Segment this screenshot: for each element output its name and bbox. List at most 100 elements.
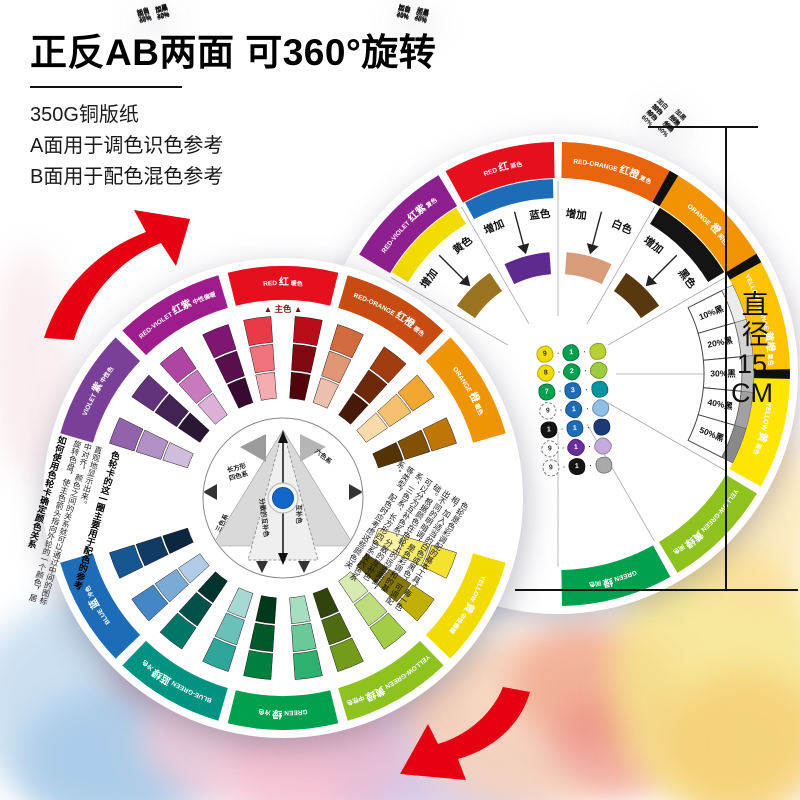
spec-line: 350G铜版纸 (30, 104, 139, 126)
main-color-pointer: ▲ 主色 ▲ (264, 304, 303, 314)
tint-cell (293, 650, 323, 680)
shade-cell (289, 372, 311, 401)
black-separator-arc (652, 170, 679, 207)
shade-cell (131, 374, 169, 412)
tint-cell (338, 571, 369, 604)
shade-cell (291, 344, 317, 374)
mix-result-arc (565, 252, 612, 285)
shade-label: 加黑20% (153, 2, 170, 20)
tint-cell (312, 377, 339, 409)
wheel-b-segment-orange[interactable] (658, 175, 757, 274)
tint-cell (159, 346, 197, 384)
shade-label: 加黑40% (413, 6, 431, 24)
shade-cell (397, 429, 431, 460)
added-color-arc (391, 207, 466, 282)
wheel-a-segment-blue[interactable] (60, 553, 141, 659)
tint-cell (291, 622, 317, 652)
side-marker-right (349, 484, 362, 500)
tint-cell (356, 412, 389, 443)
black-scale-label: 40%黑 (707, 397, 734, 412)
shade-cell (329, 637, 364, 672)
tint-cell (321, 350, 352, 384)
tint-cell (249, 344, 275, 374)
wheel-a-segment-red-orange[interactable] (338, 275, 444, 356)
tint-cell (178, 369, 213, 404)
tint-label: 加白60% (395, 4, 412, 22)
wheel-a-label-green: GREEN 绿 冷色 (258, 708, 308, 721)
tint-cell (177, 553, 210, 584)
wheel-b-segment-red[interactable] (445, 142, 555, 203)
tint-cell (202, 637, 237, 672)
shade-cell (243, 650, 273, 680)
shade-cell (202, 324, 237, 359)
tint-cell (162, 442, 194, 469)
pivot-rivet[interactable] (272, 487, 294, 509)
label-complement: 互补色 (295, 504, 304, 524)
wheel-b-segment-yellow-orange[interactable] (729, 261, 790, 371)
added-color-arc (465, 179, 554, 220)
spec-line: A面用于调色识色参考 (30, 135, 224, 157)
add-what: 蓝色 (529, 207, 552, 223)
wheel-b-segment-yellow-green[interactable] (658, 474, 757, 573)
wheel-a-segment-violet[interactable] (60, 337, 141, 443)
title-underline (30, 86, 182, 88)
wheel-b-segment-red-orange[interactable] (561, 142, 671, 203)
shade-cell (377, 568, 412, 603)
wheel-b-segment-red-violet[interactable] (359, 175, 458, 274)
shade-cell (422, 417, 457, 452)
wheel-a-segment-green[interactable] (227, 690, 339, 730)
bottom-marker (256, 561, 268, 573)
wheel-a-segment-blue-green[interactable] (122, 640, 228, 721)
tint-cell (214, 612, 245, 646)
shade-cell (214, 350, 245, 384)
shade-cell (178, 592, 213, 627)
shade-cell (397, 584, 435, 622)
shade-cell (154, 393, 189, 428)
wheel-a-segment-yellow[interactable] (425, 553, 506, 659)
shade-cell (109, 544, 144, 579)
tint-cell (227, 587, 254, 619)
wheel-a-segment-red[interactable] (227, 266, 339, 306)
bottom-marker (298, 561, 310, 573)
add-arrow (586, 243, 599, 255)
shade-cell (369, 346, 407, 384)
scheme-marker (240, 434, 266, 462)
shade-cell (135, 536, 169, 567)
shade-cell (312, 587, 339, 619)
tint-label: 加白20% (135, 5, 152, 23)
spec-list: 350G铜版纸 A面用于调色识色参考 B面用于配色混色参考 (30, 100, 436, 193)
tint-label: 加白60% (136, 7, 153, 25)
wheel-a-segment-yellow-green[interactable] (338, 640, 444, 721)
rotate-arrow-top-left (44, 210, 190, 340)
wheel-a-label-red: RED 红 暖色 (263, 275, 303, 288)
wheel-a-segment-orange[interactable] (425, 337, 506, 443)
shade-cell (197, 571, 228, 604)
tint-cell (135, 429, 169, 460)
tint-cell (397, 536, 431, 567)
wheel-b-label-red: RED 红 原色 (483, 159, 523, 178)
shade-label: 加黑60% (154, 4, 171, 22)
wheel-a-segment-red-violet[interactable] (122, 275, 228, 356)
tint-cell (372, 527, 404, 554)
tint-cell (369, 612, 407, 650)
shade-label: 加黑40% (154, 3, 171, 21)
shade-cell (227, 377, 254, 409)
shade-cell (353, 369, 388, 404)
added-color-arc (562, 179, 651, 220)
tint-cell (289, 595, 311, 624)
wheel-b-segment-yellow[interactable] (729, 377, 790, 487)
shade-cell (177, 412, 210, 443)
shade-label: 加黑20% (413, 5, 431, 23)
add-arrow (459, 275, 471, 287)
black-separator-arc (754, 369, 790, 379)
tint-cell (243, 316, 273, 346)
tint-cell (255, 372, 277, 401)
shade-cell (321, 612, 352, 646)
mix-result-arc (456, 272, 503, 319)
spec-line: B面用于配色混色参考 (30, 166, 224, 188)
mix-result-arc (504, 252, 551, 285)
shade-cell (255, 595, 277, 624)
shade-cell (293, 316, 323, 346)
